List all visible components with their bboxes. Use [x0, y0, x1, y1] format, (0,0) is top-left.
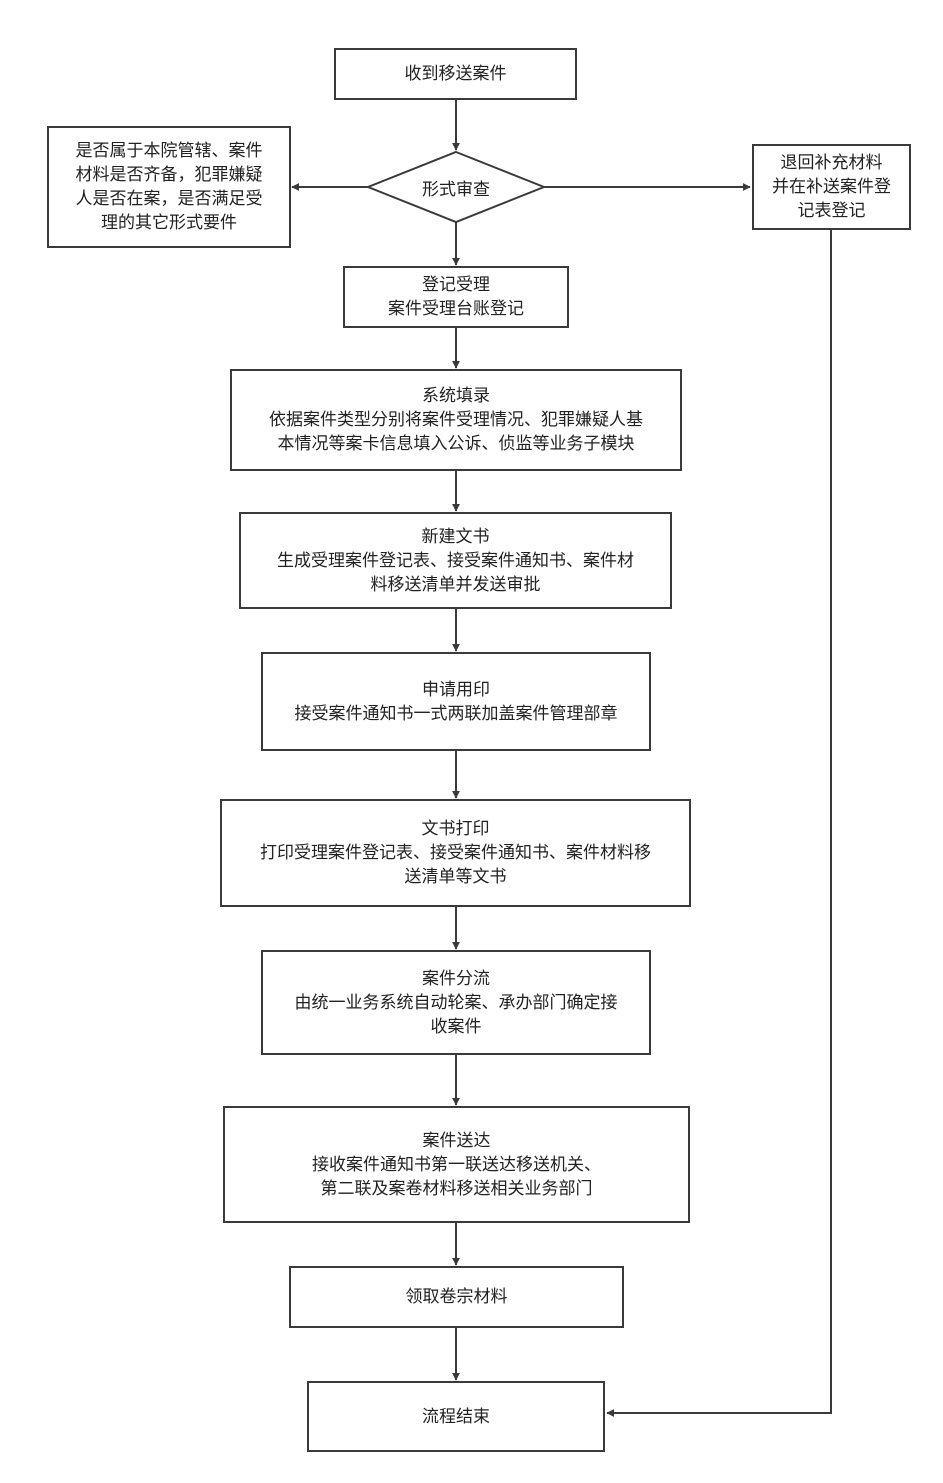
step-title: 登记受理 — [422, 275, 490, 295]
step-register-accept: 登记受理 案件受理台账登记 — [343, 266, 569, 328]
step-new-document: 新建文书 生成受理案件登记表、接受案件通知书、案件材 料移送清单并发送审批 — [239, 512, 672, 609]
step-title: 新建文书 — [421, 526, 490, 547]
step-case-delivery: 案件送达 接收案件通知书第一联送达移送机关、 第二联及案卷材料移送相关业务部门 — [223, 1106, 690, 1223]
criteria-line: 是否属于本院管辖、案件 — [75, 141, 263, 161]
criteria-line: 材料是否齐备，犯罪嫌疑 — [75, 165, 263, 185]
step-detail: 收案件 — [430, 1016, 482, 1037]
step-title: 系统填录 — [422, 386, 490, 406]
criteria-note: 是否属于本院管辖、案件 材料是否齐备，犯罪嫌疑 人是否在案，是否满足受 理的其它… — [47, 126, 291, 248]
step-title: 文书打印 — [421, 819, 490, 839]
step-detail: 本情况等案卡信息填入公诉、侦监等业务子模块 — [277, 434, 635, 454]
step-apply-seal: 申请用印 接受案件通知书一式两联加盖案件管理部章 — [261, 652, 651, 751]
step-detail: 依据案件类型分别将案件受理情况、犯罪嫌疑人基 — [269, 410, 643, 430]
step-title: 申请用印 — [422, 679, 490, 700]
step-detail: 接受案件通知书一式两联加盖案件管理部章 — [294, 703, 618, 724]
step-detail: 案件受理台账登记 — [388, 299, 524, 319]
start-node: 收到移送案件 — [334, 48, 577, 100]
return-supplement-node: 退回补充材料 并在补送案件登 记表登记 — [752, 144, 911, 230]
step-detail: 打印受理案件登记表、接受案件通知书、案件材料移 — [260, 843, 651, 863]
step-title: 案件送达 — [422, 1130, 491, 1151]
return-line: 记表登记 — [797, 201, 866, 221]
step-title: 案件分流 — [422, 968, 490, 989]
step-detail: 送清单等文书 — [404, 867, 507, 887]
step-print-documents: 文书打印 打印受理案件登记表、接受案件通知书、案件材料移 送清单等文书 — [220, 799, 691, 907]
return-line: 退回补充材料 — [780, 153, 883, 173]
decision-formal-review: 形式审查 — [368, 152, 544, 222]
step-detail: 生成受理案件登记表、接受案件通知书、案件材 — [277, 550, 634, 571]
step-system-entry: 系统填录 依据案件类型分别将案件受理情况、犯罪嫌疑人基 本情况等案卡信息填入公诉… — [230, 369, 682, 471]
criteria-line: 人是否在案，是否满足受 — [75, 189, 263, 209]
step-collect-files: 领取卷宗材料 — [289, 1266, 624, 1328]
step-detail: 接收案件通知书第一联送达移送机关、 — [312, 1154, 601, 1175]
end-label: 流程结束 — [422, 1406, 490, 1427]
decision-label: 形式审查 — [422, 179, 490, 200]
decision-diamond — [365, 150, 547, 224]
step-detail: 由统一业务系统自动轮案、承办部门确定接 — [294, 992, 618, 1013]
arrow-return-to-end — [606, 230, 832, 1417]
step-title: 领取卷宗材料 — [405, 1287, 508, 1307]
step-detail: 第二联及案卷材料移送相关业务部门 — [320, 1178, 593, 1199]
step-case-dispatch: 案件分流 由统一业务系统自动轮案、承办部门确定接 收案件 — [261, 950, 651, 1055]
criteria-line: 理的其它形式要件 — [101, 213, 237, 233]
start-label: 收到移送案件 — [404, 64, 507, 84]
return-line: 并在补送案件登 — [772, 177, 891, 197]
step-detail: 料移送清单并发送审批 — [370, 574, 541, 595]
end-node: 流程结束 — [307, 1381, 605, 1452]
